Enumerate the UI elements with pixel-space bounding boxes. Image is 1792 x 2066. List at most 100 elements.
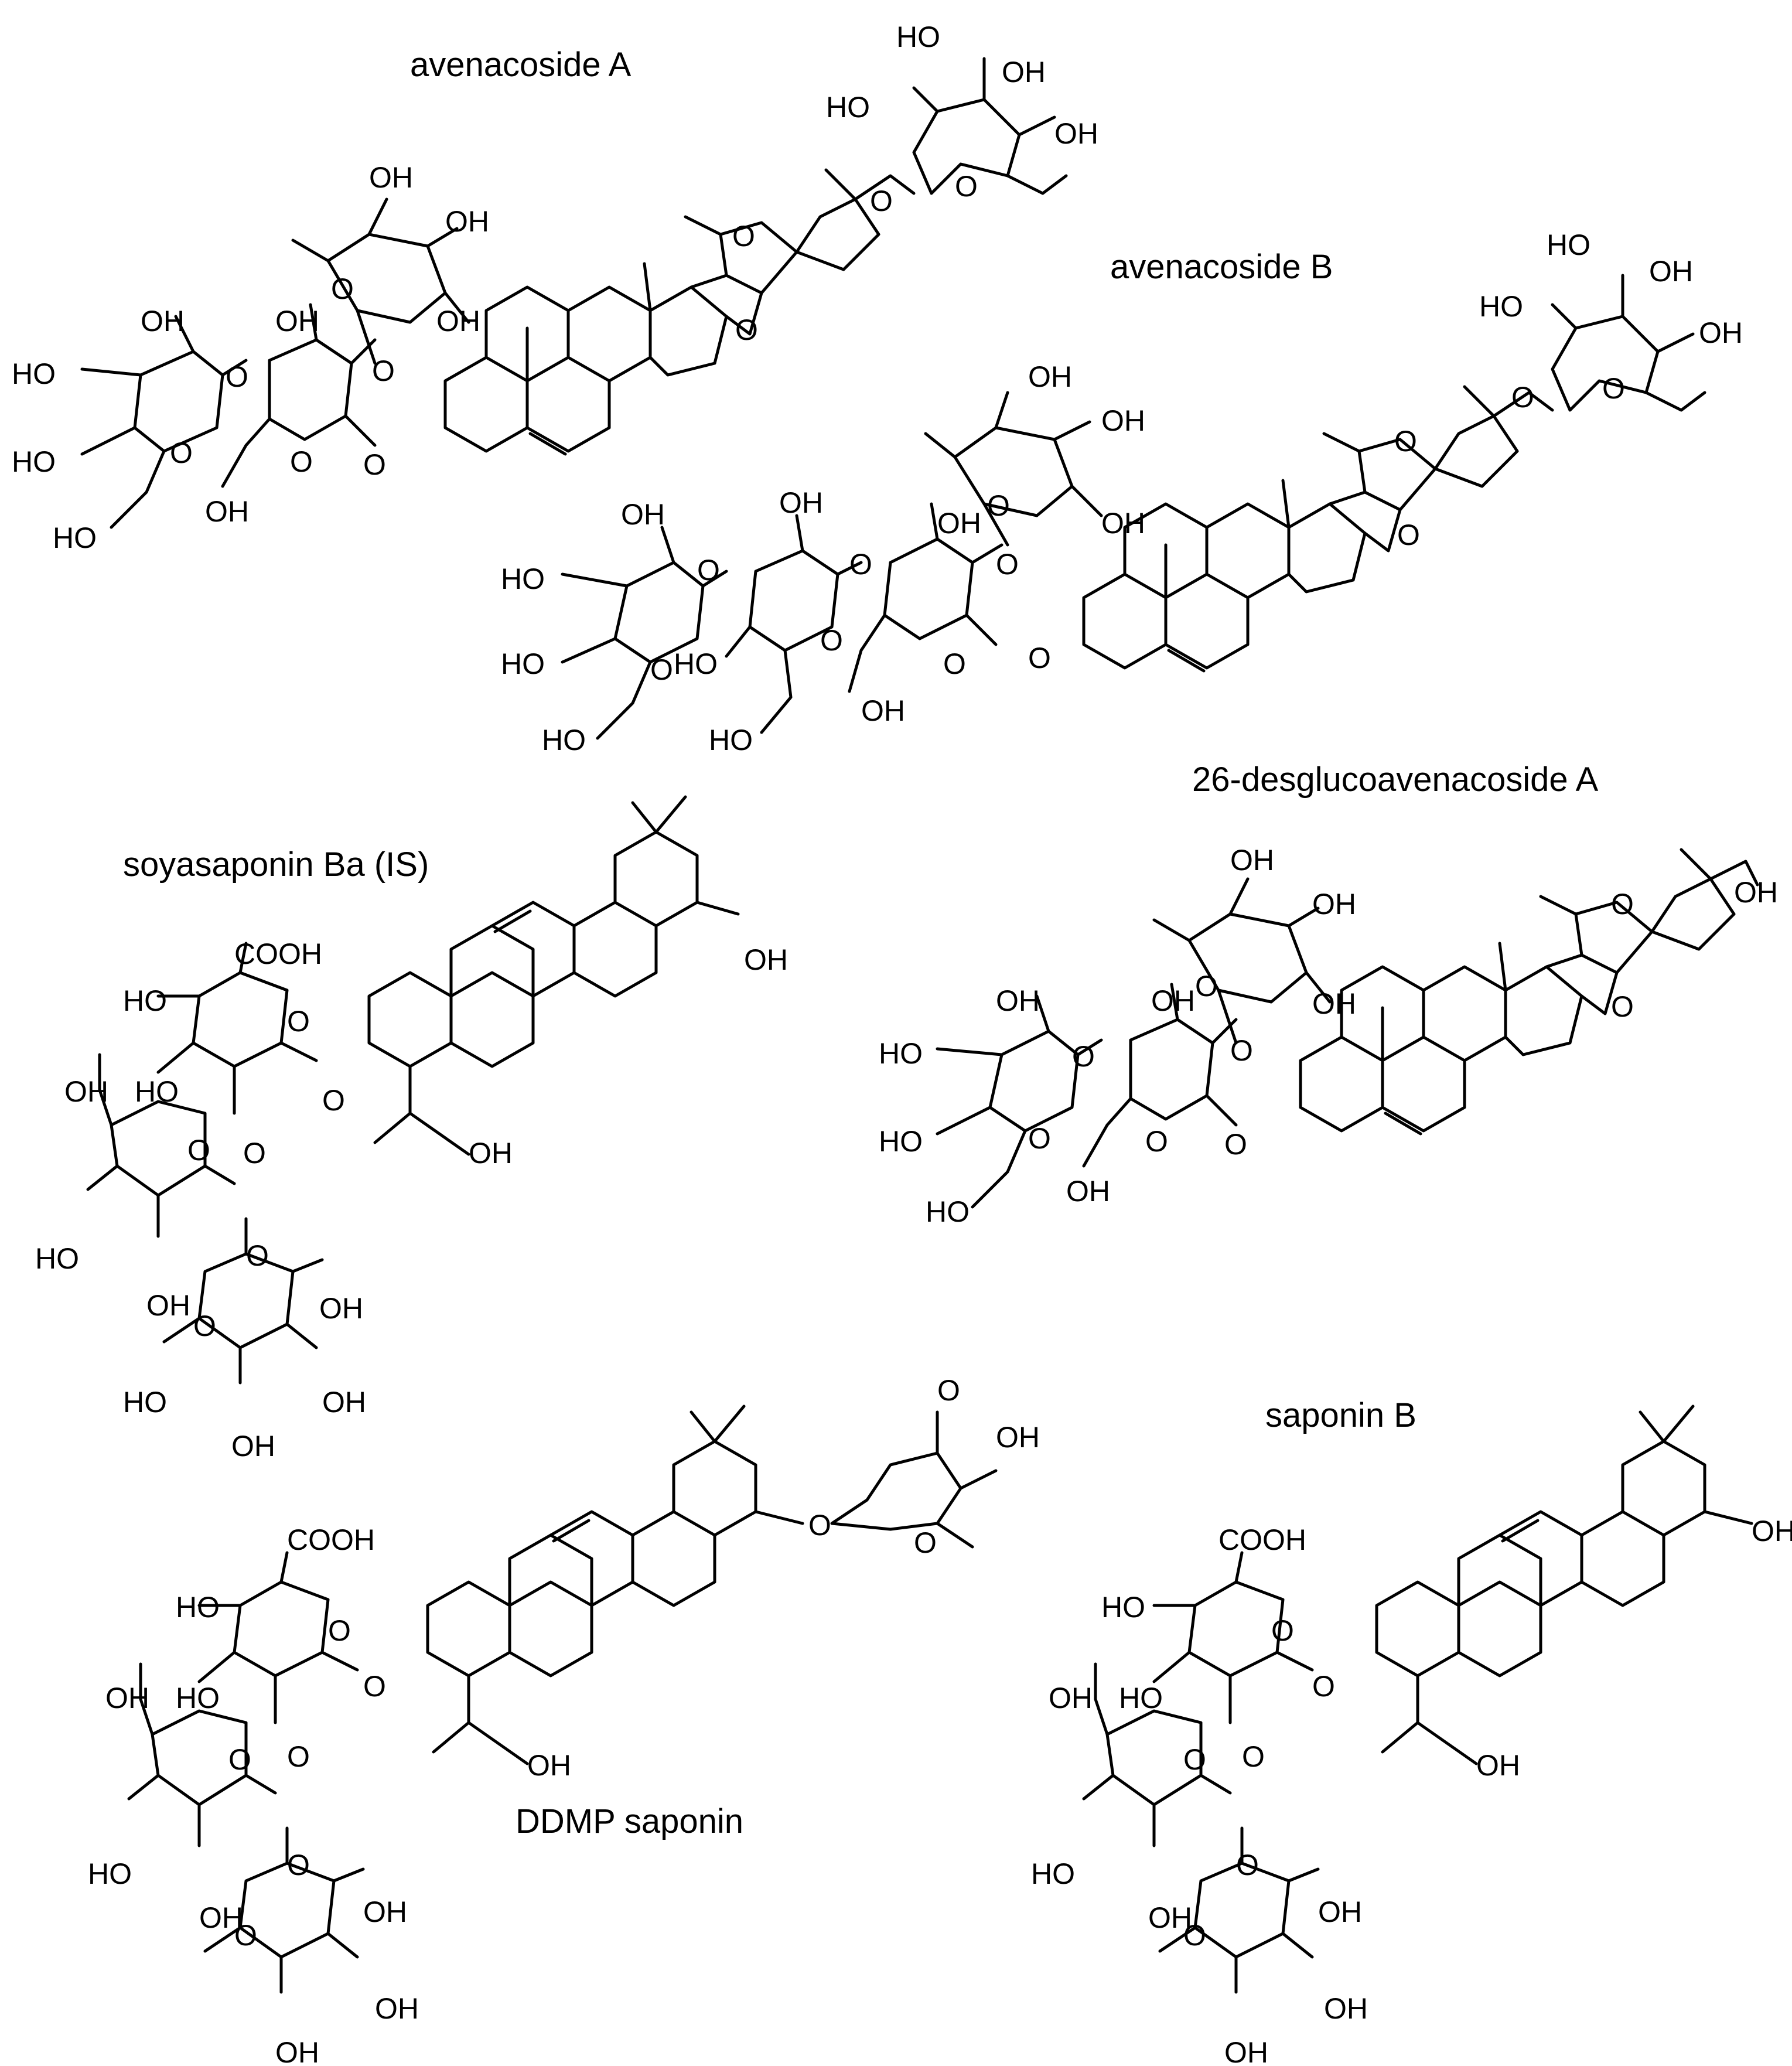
- svg-text:OH: OH: [861, 694, 905, 727]
- svg-text:OH: OH: [1318, 1895, 1362, 1928]
- svg-text:O: O: [870, 185, 893, 217]
- svg-text:HO: HO: [674, 647, 718, 680]
- svg-text:OH: OH: [275, 305, 319, 337]
- svg-text:OH: OH: [436, 305, 480, 337]
- svg-text:O: O: [1394, 425, 1417, 458]
- svg-text:O: O: [820, 624, 843, 657]
- svg-text:O: O: [1183, 1743, 1206, 1776]
- svg-text:OH: OH: [1312, 987, 1356, 1020]
- svg-text:O: O: [363, 448, 386, 481]
- svg-text:HO: HO: [88, 1857, 132, 1890]
- svg-text:HO: HO: [1031, 1857, 1075, 1890]
- svg-text:OH: OH: [1101, 404, 1145, 437]
- caption-saponin-b: saponin B: [1265, 1396, 1416, 1434]
- svg-text:HO: HO: [879, 1125, 923, 1158]
- svg-text:HO: HO: [123, 984, 167, 1017]
- svg-text:O: O: [1611, 888, 1634, 921]
- svg-text:O: O: [372, 354, 395, 387]
- svg-text:HO: HO: [1547, 229, 1590, 261]
- svg-text:OH: OH: [469, 1137, 513, 1170]
- svg-text:O: O: [697, 554, 720, 587]
- svg-text:OH: OH: [621, 498, 665, 531]
- svg-text:O: O: [328, 1614, 351, 1647]
- svg-text:O: O: [1072, 1040, 1095, 1073]
- svg-text:O: O: [331, 272, 354, 305]
- svg-text:OH: OH: [64, 1075, 108, 1108]
- svg-text:OH: OH: [199, 1901, 243, 1934]
- svg-text:OH: OH: [369, 161, 413, 194]
- svg-text:O: O: [246, 1239, 269, 1272]
- svg-text:O: O: [187, 1134, 210, 1167]
- caption-26-desglucoavenacoside-a: 26-desglucoavenacoside A: [1192, 761, 1599, 799]
- svg-text:O: O: [1145, 1125, 1168, 1158]
- labels-26-desglucoavenacoside-a: OH HO HO HO O O OH OH O O O OH OH OH O O…: [879, 844, 1778, 1228]
- svg-text:HO: HO: [135, 1075, 179, 1108]
- labels-saponin-b: COOH HO HO O O O OH O HO OH O O OH OH OH…: [1031, 1515, 1792, 2066]
- svg-text:O: O: [1183, 1919, 1206, 1952]
- structure-26-desglucoavenacoside-a: [936, 848, 1759, 1209]
- svg-text:O: O: [287, 1849, 310, 1881]
- svg-text:O: O: [226, 360, 248, 393]
- labels-avenacoside-a: OH HO HO HO O O OH OH O O O OH OH OH O O…: [12, 21, 1098, 554]
- svg-text:O: O: [287, 1740, 310, 1773]
- svg-text:O: O: [735, 313, 758, 346]
- svg-text:HO: HO: [542, 724, 586, 756]
- svg-text:OH: OH: [1066, 1175, 1110, 1208]
- svg-text:OH: OH: [275, 2036, 319, 2066]
- svg-text:OH: OH: [1151, 984, 1195, 1017]
- svg-text:OH: OH: [231, 1430, 275, 1462]
- svg-text:O: O: [732, 220, 755, 253]
- svg-text:HO: HO: [1479, 290, 1523, 323]
- svg-text:HO: HO: [826, 91, 870, 124]
- svg-text:HO: HO: [501, 647, 545, 680]
- svg-text:O: O: [1611, 990, 1634, 1023]
- svg-text:OH: OH: [1224, 2036, 1268, 2066]
- svg-text:O: O: [996, 548, 1019, 581]
- svg-text:O: O: [1224, 1128, 1247, 1161]
- svg-text:OH: OH: [319, 1292, 363, 1325]
- svg-text:OH: OH: [141, 305, 185, 337]
- svg-text:OH: OH: [744, 943, 788, 976]
- svg-text:HO: HO: [35, 1242, 79, 1275]
- svg-text:HO: HO: [501, 562, 545, 595]
- svg-text:O: O: [914, 1526, 937, 1559]
- caption-ddmp-saponin: DDMP saponin: [516, 1802, 743, 1840]
- svg-text:O: O: [170, 437, 193, 469]
- structure-soyasaponin-ba: [86, 795, 740, 1385]
- svg-text:OH: OH: [1734, 876, 1778, 909]
- svg-text:O: O: [955, 170, 978, 203]
- svg-text:OH: OH: [1699, 316, 1743, 349]
- svg-text:O: O: [1602, 372, 1625, 405]
- svg-text:O: O: [943, 647, 966, 680]
- svg-text:HO: HO: [926, 1195, 970, 1228]
- structure-avenacoside-a: [80, 57, 1068, 529]
- svg-text:COOH: COOH: [287, 1523, 375, 1556]
- svg-text:OH: OH: [205, 495, 249, 528]
- svg-text:COOH: COOH: [234, 937, 322, 970]
- svg-text:OH: OH: [527, 1749, 571, 1782]
- svg-text:OH: OH: [1649, 255, 1693, 288]
- svg-text:O: O: [1230, 1034, 1253, 1067]
- labels-avenacoside-b: OH HO HO HO O O OH HO HO O O OH OH O O O…: [501, 229, 1743, 756]
- svg-text:HO: HO: [123, 1386, 167, 1419]
- svg-text:O: O: [290, 445, 313, 478]
- labels-ddmp-saponin: COOH HO HO O O O OH O HO OH O O OH OH OH…: [88, 1374, 1040, 2066]
- svg-text:HO: HO: [896, 21, 940, 53]
- svg-text:OH: OH: [1054, 117, 1098, 150]
- svg-text:OH: OH: [1752, 1515, 1792, 1547]
- svg-text:O: O: [1236, 1849, 1259, 1881]
- svg-text:OH: OH: [322, 1386, 366, 1419]
- svg-text:OH: OH: [1101, 507, 1145, 540]
- structure-ddmp-saponin: [127, 1404, 998, 1994]
- svg-text:O: O: [808, 1509, 831, 1542]
- svg-text:O: O: [1195, 970, 1218, 1003]
- svg-text:O: O: [363, 1670, 386, 1703]
- svg-text:HO: HO: [709, 724, 753, 756]
- svg-text:HO: HO: [12, 445, 56, 478]
- svg-text:O: O: [937, 1374, 960, 1407]
- svg-text:O: O: [1242, 1740, 1265, 1773]
- svg-text:O: O: [1511, 381, 1534, 414]
- caption-soyasaponin-ba: soyasaponin Ba (IS): [123, 846, 429, 884]
- svg-text:HO: HO: [12, 357, 56, 390]
